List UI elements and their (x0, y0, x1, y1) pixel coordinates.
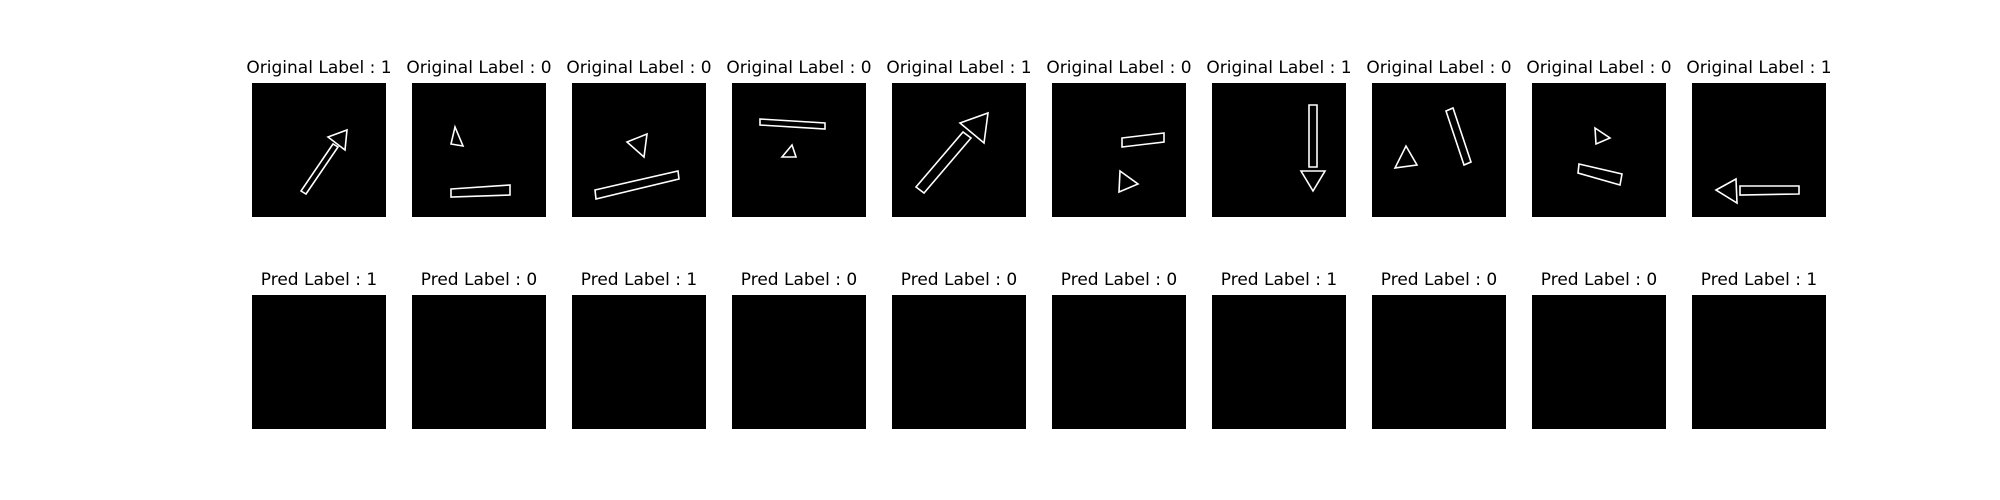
panel-title: Pred Label : 1 (260, 270, 378, 290)
arrow-up-right-shape (299, 128, 348, 196)
image-panel (572, 83, 706, 217)
image-panel (572, 295, 706, 429)
image-panel (732, 295, 866, 429)
image-panel (1692, 295, 1826, 429)
image-panel (412, 295, 546, 429)
panel-title: Pred Label : 0 (1380, 270, 1498, 290)
image-panel (1372, 83, 1506, 217)
arrow-up-right-large-shape (914, 111, 989, 195)
triangle-and-long-bar-shape (594, 132, 680, 200)
image-panel (892, 295, 1026, 429)
image-panel (252, 295, 386, 429)
triangle-and-bar-shape (450, 124, 511, 198)
panel-title: Original Label : 1 (1206, 58, 1352, 78)
panel-title: Original Label : 0 (406, 58, 552, 78)
panel-title: Pred Label : 1 (1220, 270, 1338, 290)
panel-title: Pred Label : 0 (420, 270, 538, 290)
arrow-down-shape (1299, 104, 1327, 193)
panel-title: Original Label : 0 (1366, 58, 1512, 78)
panel-title: Pred Label : 1 (580, 270, 698, 290)
panel-title: Pred Label : 0 (900, 270, 1018, 290)
image-panel (1532, 295, 1666, 429)
image-panel (892, 83, 1026, 217)
image-panel (1212, 83, 1346, 217)
bar-and-triangle-shape (759, 118, 826, 158)
triangle-and-bar-shape (1577, 126, 1623, 187)
image-panel (732, 83, 866, 217)
panel-title: Pred Label : 0 (1540, 270, 1658, 290)
image-panel (1372, 295, 1506, 429)
panel-title: Original Label : 0 (566, 58, 712, 78)
bar-and-triangle-shape (1118, 132, 1165, 194)
panel-title: Pred Label : 0 (1060, 270, 1178, 290)
triangle-and-slanted-bar-shape (1393, 106, 1472, 169)
image-panel (1052, 83, 1186, 217)
panel-title: Original Label : 0 (1046, 58, 1192, 78)
panel-title: Original Label : 0 (1526, 58, 1672, 78)
panel-title: Pred Label : 0 (740, 270, 858, 290)
panel-title: Original Label : 1 (886, 58, 1032, 78)
image-panel (1532, 83, 1666, 217)
panel-title: Original Label : 1 (246, 58, 392, 78)
image-panel (412, 83, 546, 217)
image-panel (252, 83, 386, 217)
panel-title: Original Label : 1 (1686, 58, 1832, 78)
panel-title: Original Label : 0 (726, 58, 872, 78)
image-panel (1692, 83, 1826, 217)
image-panel (1052, 295, 1186, 429)
arrow-left-shape (1714, 177, 1800, 205)
panel-title: Pred Label : 1 (1700, 270, 1818, 290)
image-panel (1212, 295, 1346, 429)
